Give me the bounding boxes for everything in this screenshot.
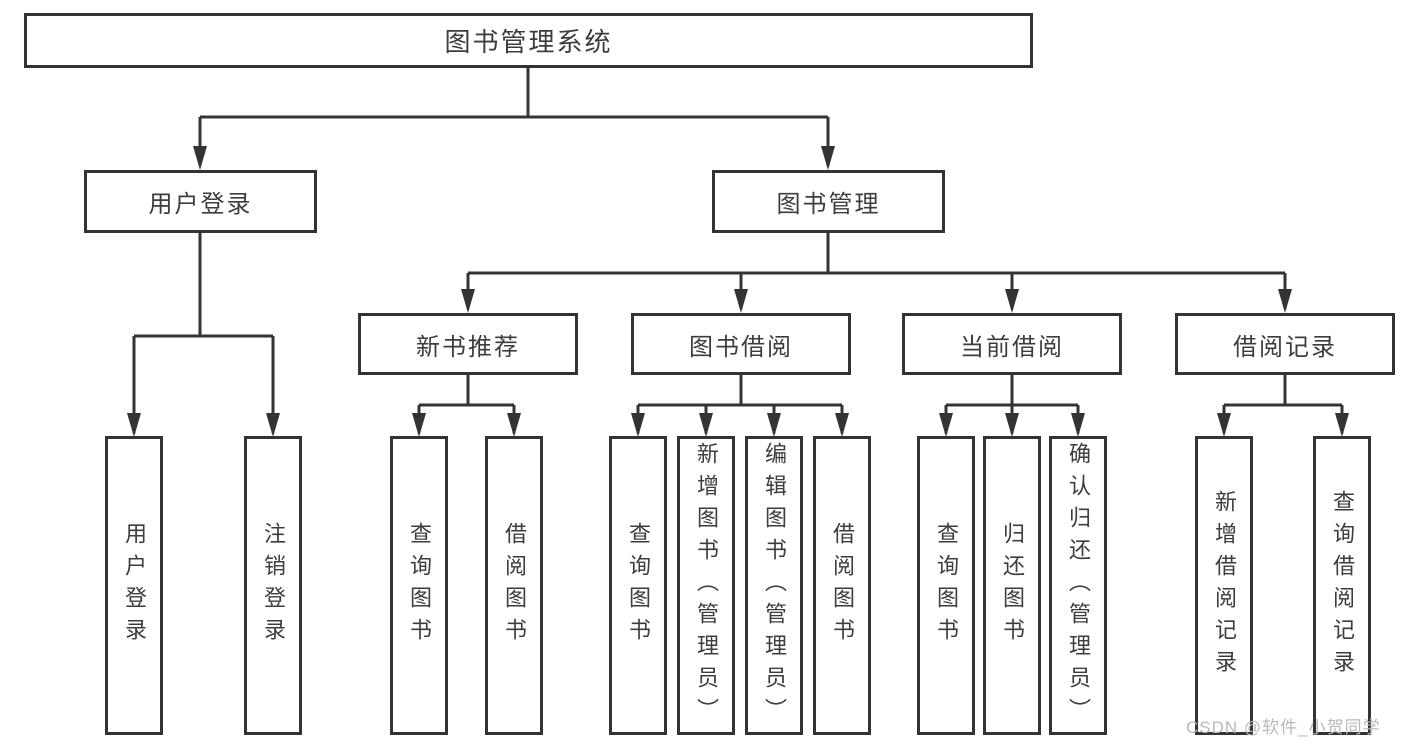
leaf-add-borrow-record-label: 新增借阅记录 bbox=[1212, 489, 1237, 682]
node-borrow-records: 借阅记录 bbox=[1175, 313, 1395, 375]
leaf-query-books-borrow-label: 查询图书 bbox=[626, 521, 651, 650]
connector-book-borrow bbox=[636, 375, 844, 433]
leaf-user-login: 用户登录 bbox=[105, 436, 163, 735]
leaf-borrow-books-recommend: 借阅图书 bbox=[485, 436, 543, 735]
node-current-borrow: 当前借阅 bbox=[902, 313, 1122, 375]
leaf-logout-login-label: 注销登录 bbox=[261, 521, 286, 650]
connector-new-book bbox=[417, 375, 516, 433]
leaf-add-borrow-record: 新增借阅记录 bbox=[1195, 436, 1253, 735]
leaf-query-books-current-label: 查询图书 bbox=[934, 521, 959, 650]
connector-book-management bbox=[466, 233, 1287, 309]
current-borrow-label: 当前借阅 bbox=[960, 333, 1064, 361]
book-borrow-label: 图书借阅 bbox=[689, 333, 793, 361]
leaf-borrow-books-recommend-label: 借阅图书 bbox=[502, 521, 527, 650]
leaf-add-books-admin-label: 新增图书（管理员） bbox=[694, 441, 719, 730]
leaf-edit-books-admin-label: 编辑图书（管理员） bbox=[762, 441, 787, 730]
connector-borrow-records bbox=[1222, 375, 1344, 433]
leaf-add-books-admin: 新增图书（管理员） bbox=[677, 436, 735, 735]
leaf-query-borrow-record-label: 查询借阅记录 bbox=[1330, 489, 1355, 682]
node-user-login-group: 用户登录 bbox=[84, 170, 317, 233]
leaf-query-books-recommend-label: 查询图书 bbox=[407, 521, 432, 650]
connector-root bbox=[198, 68, 830, 166]
node-book-management: 图书管理 bbox=[712, 170, 945, 233]
arrowheads-leaves bbox=[127, 413, 1349, 437]
leaf-borrow-books-borrow: 借阅图书 bbox=[813, 436, 871, 735]
leaf-query-borrow-record: 查询借阅记录 bbox=[1313, 436, 1371, 735]
leaf-query-books-recommend: 查询图书 bbox=[390, 436, 448, 735]
arrowheads-level1 bbox=[193, 146, 835, 170]
node-book-borrow: 图书借阅 bbox=[631, 313, 851, 375]
user-login-group-label: 用户登录 bbox=[148, 191, 253, 218]
root-label: 图书管理系统 bbox=[444, 27, 613, 57]
leaf-confirm-return-admin: 确认归还（管理员） bbox=[1049, 436, 1107, 735]
connector-user-login bbox=[132, 233, 275, 433]
watermark-text: CSDN @软件_小贺同学 bbox=[1186, 718, 1381, 737]
leaf-return-books: 归还图书 bbox=[983, 436, 1041, 735]
leaf-edit-books-admin: 编辑图书（管理员） bbox=[745, 436, 803, 735]
book-management-label: 图书管理 bbox=[776, 191, 881, 218]
borrow-records-label: 借阅记录 bbox=[1233, 333, 1337, 361]
node-new-book-recommend: 新书推荐 bbox=[358, 313, 578, 375]
leaf-user-login-label: 用户登录 bbox=[122, 521, 147, 650]
leaf-query-books-current: 查询图书 bbox=[917, 436, 975, 735]
arrowheads-level2 bbox=[461, 289, 1292, 313]
leaf-query-books-borrow: 查询图书 bbox=[609, 436, 667, 735]
new-book-recommend-label: 新书推荐 bbox=[416, 333, 520, 361]
leaf-borrow-books-borrow-label: 借阅图书 bbox=[830, 521, 855, 650]
leaf-confirm-return-admin-label: 确认归还（管理员） bbox=[1066, 441, 1091, 730]
leaf-return-books-label: 归还图书 bbox=[1000, 521, 1025, 650]
node-library-management-system: 图书管理系统 bbox=[24, 13, 1033, 68]
leaf-logout-login: 注销登录 bbox=[244, 436, 302, 735]
